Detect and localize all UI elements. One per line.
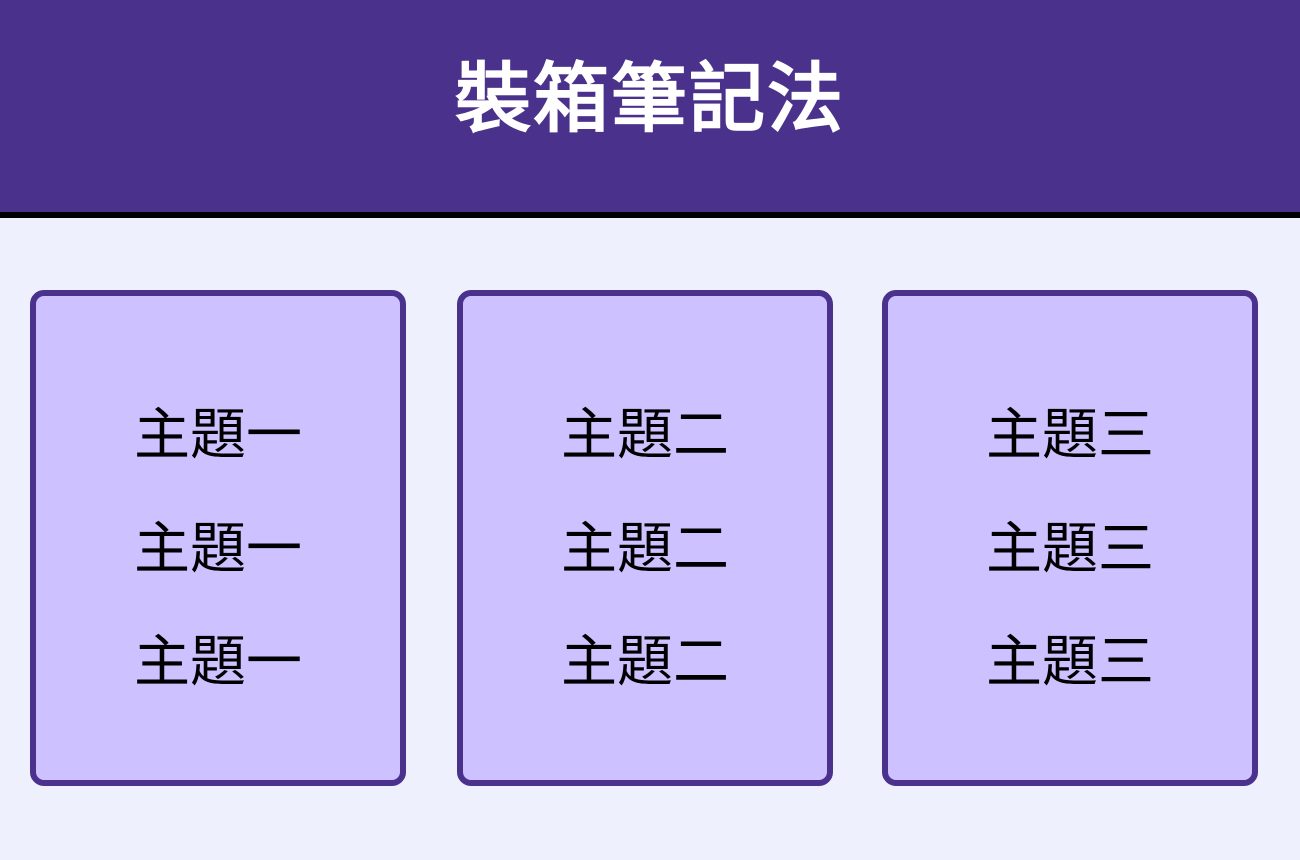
box-1-item-2: 主題一 <box>134 517 302 582</box>
box-2-item-2: 主題二 <box>561 517 729 582</box>
box-1-item-1: 主題一 <box>134 403 302 468</box>
box-column-2: 主題二 主題二 主題二 <box>457 290 833 786</box>
box-3-item-1: 主題三 <box>986 403 1154 468</box>
box-2-item-1: 主題二 <box>561 403 729 468</box>
header-bar: 裝箱筆記法 <box>0 0 1300 218</box>
box-2-item-3: 主題二 <box>561 630 729 695</box>
box-column-3: 主題三 主題三 主題三 <box>882 290 1258 786</box>
box-3-item-3: 主題三 <box>986 630 1154 695</box>
page-title: 裝箱筆記法 <box>455 54 845 143</box>
box-3-item-2: 主題三 <box>986 517 1154 582</box>
box-column-1: 主題一 主題一 主題一 <box>30 290 406 786</box>
box-1-item-3: 主題一 <box>134 630 302 695</box>
